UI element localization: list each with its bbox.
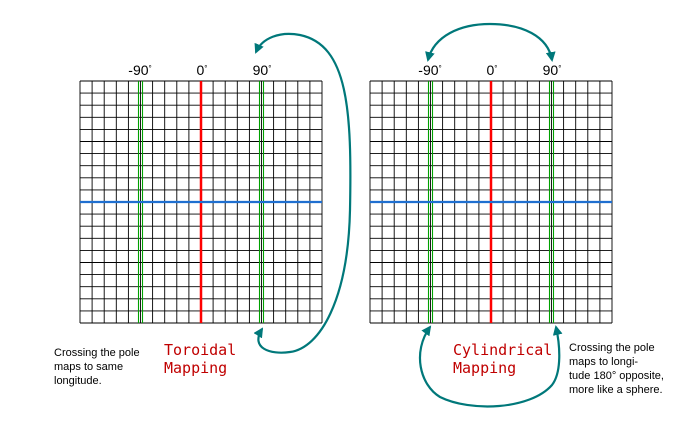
label-zero: 0°	[197, 62, 208, 78]
label-minus90: -90°	[418, 62, 441, 78]
label-minus90: -90°	[128, 62, 151, 78]
label-plus90: 90°	[543, 62, 562, 78]
toroidal-note-line2: maps to same	[54, 361, 123, 373]
cylindrical-top-arrow	[425, 22, 556, 62]
label-zero: 0°	[487, 62, 498, 78]
cylindrical-panel: -90° 0° 90° Cylindrical Mapping Crossing…	[369, 22, 664, 408]
label-plus90: 90°	[253, 62, 272, 78]
toroidal-wrap-arrow	[253, 32, 352, 354]
cylindrical-title-line1: Cylindrical	[453, 341, 552, 359]
toroidal-note-line3: longitude.	[54, 375, 102, 387]
cylindrical-note-line3: tude 180° opposite,	[569, 370, 664, 382]
toroidal-title-line2: Mapping	[164, 359, 227, 377]
cylindrical-note-line2: maps to longi-	[569, 356, 638, 368]
cylindrical-title-line2: Mapping	[453, 359, 516, 377]
cylindrical-note-line1: Crossing the pole	[569, 342, 655, 354]
cylindrical-bottom-arrow	[418, 325, 563, 408]
cylindrical-note-line4: more like a sphere.	[569, 384, 663, 396]
cylindrical-grid	[369, 80, 613, 324]
toroidal-panel: -90° 0° 90° Toroidal Mapping Crossing th…	[54, 32, 352, 387]
toroidal-title-line1: Toroidal	[164, 341, 236, 359]
toroidal-grid	[79, 80, 323, 324]
toroidal-note-line1: Crossing the pole	[54, 347, 140, 359]
